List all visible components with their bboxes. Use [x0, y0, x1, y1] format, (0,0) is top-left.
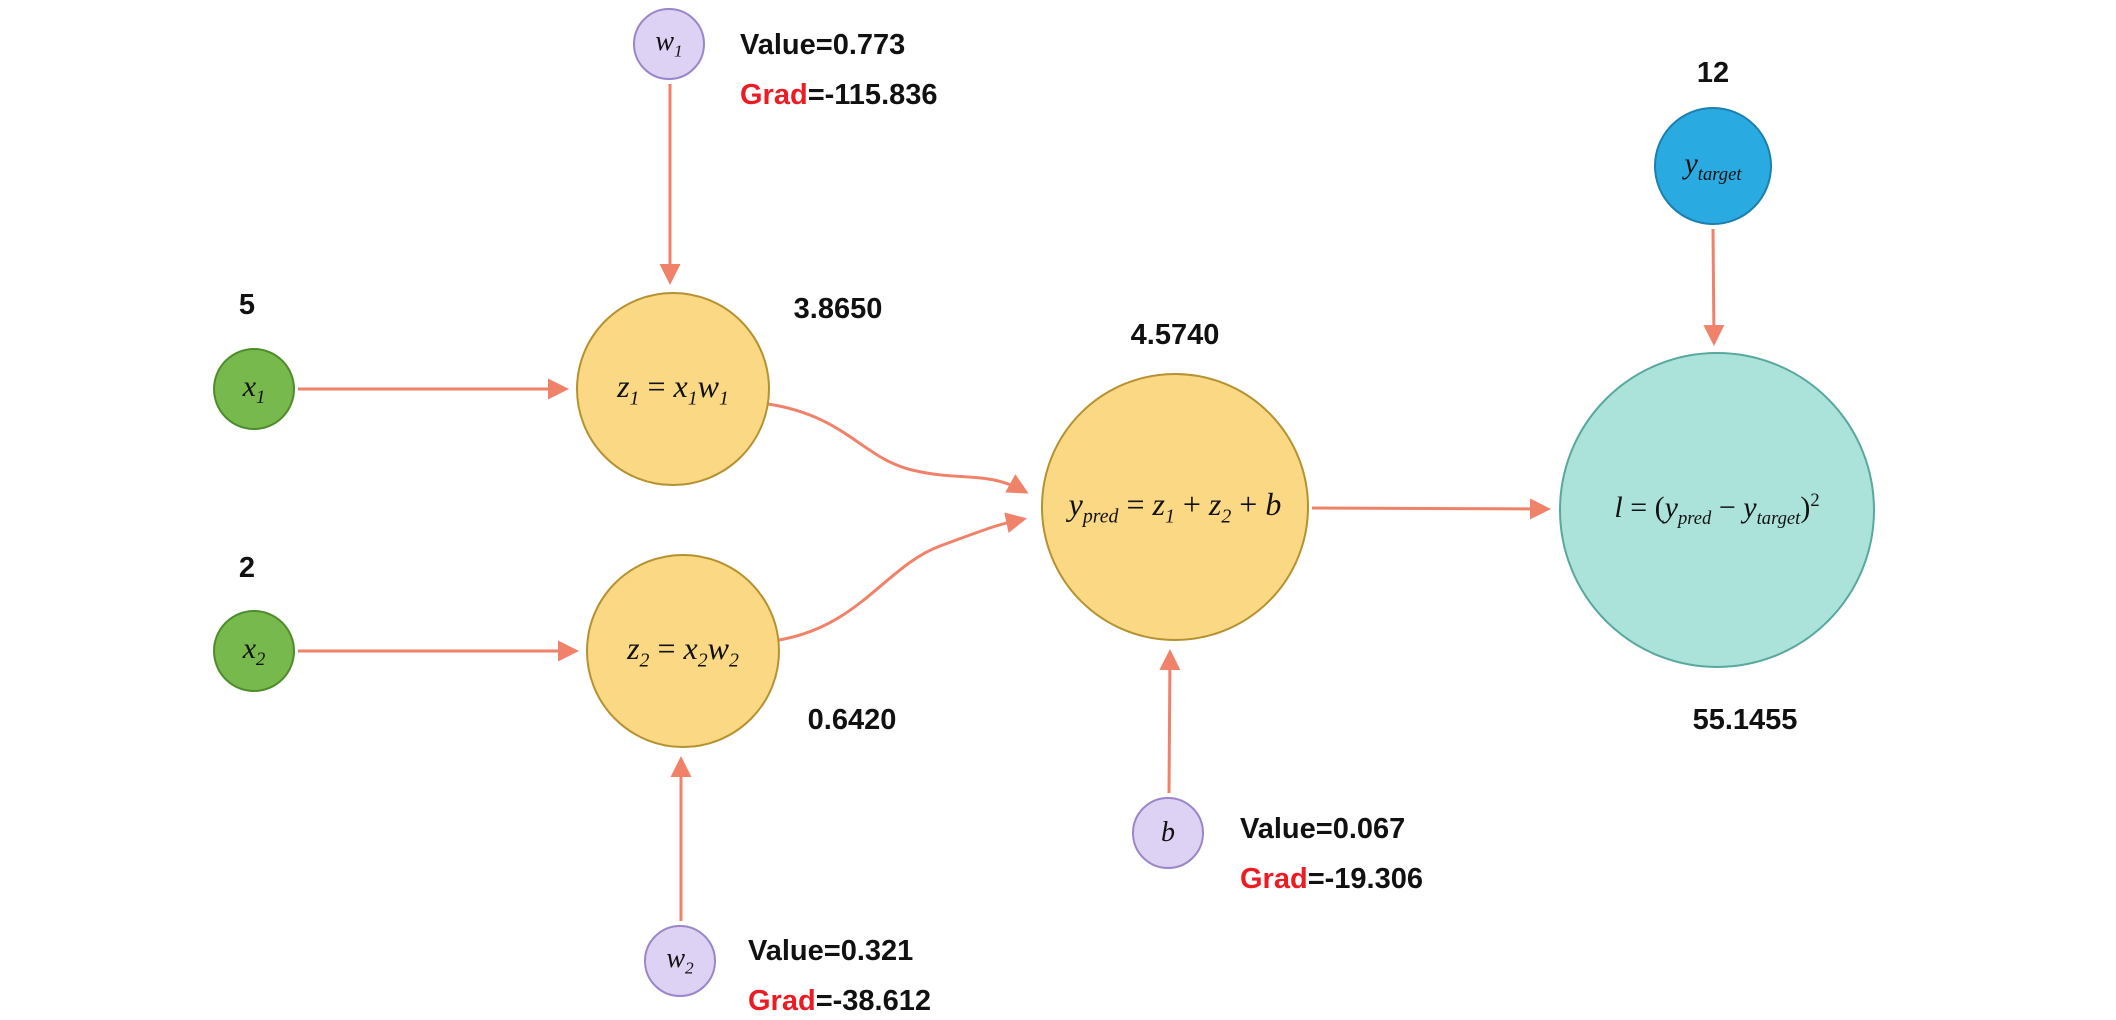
- w1-value-text: Value=0.773: [740, 29, 906, 61]
- w2-grad-line: Grad=-38.612: [748, 984, 931, 1018]
- arrow-ytarget-to-loss: [1703, 228, 1725, 346]
- node-w2: w2: [644, 925, 716, 997]
- ypred-output-value: 4.5740: [1130, 319, 1220, 351]
- node-loss-label: l = (ypred − ytarget)2: [1614, 490, 1820, 529]
- node-x2: x2: [213, 610, 295, 692]
- node-z1-label: z1 = x1w1: [617, 367, 729, 410]
- x1-input-value: 5: [238, 289, 256, 321]
- w2-grad-word: Grad: [748, 985, 816, 1017]
- node-ypred: ypred = z1 + z2 + b: [1041, 373, 1309, 641]
- arrow-z1-to-ypred: [767, 402, 1029, 494]
- arrow-z2-to-ypred: [778, 512, 1027, 642]
- node-z2-label: z2 = x2w2: [627, 629, 739, 672]
- node-w1-label: w1: [655, 26, 683, 61]
- node-x2-label: x2: [242, 631, 266, 670]
- node-b-label: b: [1161, 817, 1175, 848]
- node-z2: z2 = x2w2: [586, 554, 780, 748]
- node-b: b: [1132, 797, 1204, 869]
- w1-grad-word: Grad: [740, 79, 808, 111]
- node-ypred-label: ypred = z1 + z2 + b: [1068, 485, 1282, 528]
- node-w1: w1: [633, 8, 705, 80]
- b-value-text: Value=0.067: [1240, 813, 1406, 845]
- b-grad-value: =-19.306: [1307, 863, 1423, 895]
- z1-output-value: 3.8650: [793, 293, 883, 325]
- node-w2-label: w2: [666, 943, 694, 978]
- node-ytarget: ytarget: [1654, 107, 1772, 225]
- x2-input-value: 2: [238, 552, 256, 584]
- node-z1: z1 = x1w1: [576, 292, 770, 486]
- w2-annotation: Value=0.321 Grad=-38.612: [748, 934, 931, 1020]
- node-x1: x1: [213, 348, 295, 430]
- arrow-b-to-ypred: [1159, 649, 1181, 794]
- loss-output-value: 55.1455: [1692, 704, 1798, 736]
- node-loss: l = (ypred − ytarget)2: [1559, 352, 1875, 668]
- w2-value-text: Value=0.321: [748, 935, 914, 967]
- ytarget-input-value: 12: [1696, 57, 1730, 89]
- b-grad-word: Grad: [1240, 863, 1308, 895]
- b-annotation: Value=0.067 Grad=-19.306: [1240, 812, 1423, 912]
- w2-grad-value: =-38.612: [815, 985, 931, 1017]
- arrow-ypred-to-loss: [1311, 498, 1551, 520]
- z2-output-value: 0.6420: [807, 704, 897, 736]
- w1-annotation: Value=0.773 Grad=-115.836: [740, 28, 938, 128]
- b-grad-line: Grad=-19.306: [1240, 862, 1423, 896]
- node-ytarget-label: ytarget: [1684, 146, 1742, 185]
- node-x1-label: x1: [242, 369, 266, 408]
- w1-grad-line: Grad=-115.836: [740, 78, 938, 112]
- w1-grad-value: =-115.836: [807, 79, 938, 111]
